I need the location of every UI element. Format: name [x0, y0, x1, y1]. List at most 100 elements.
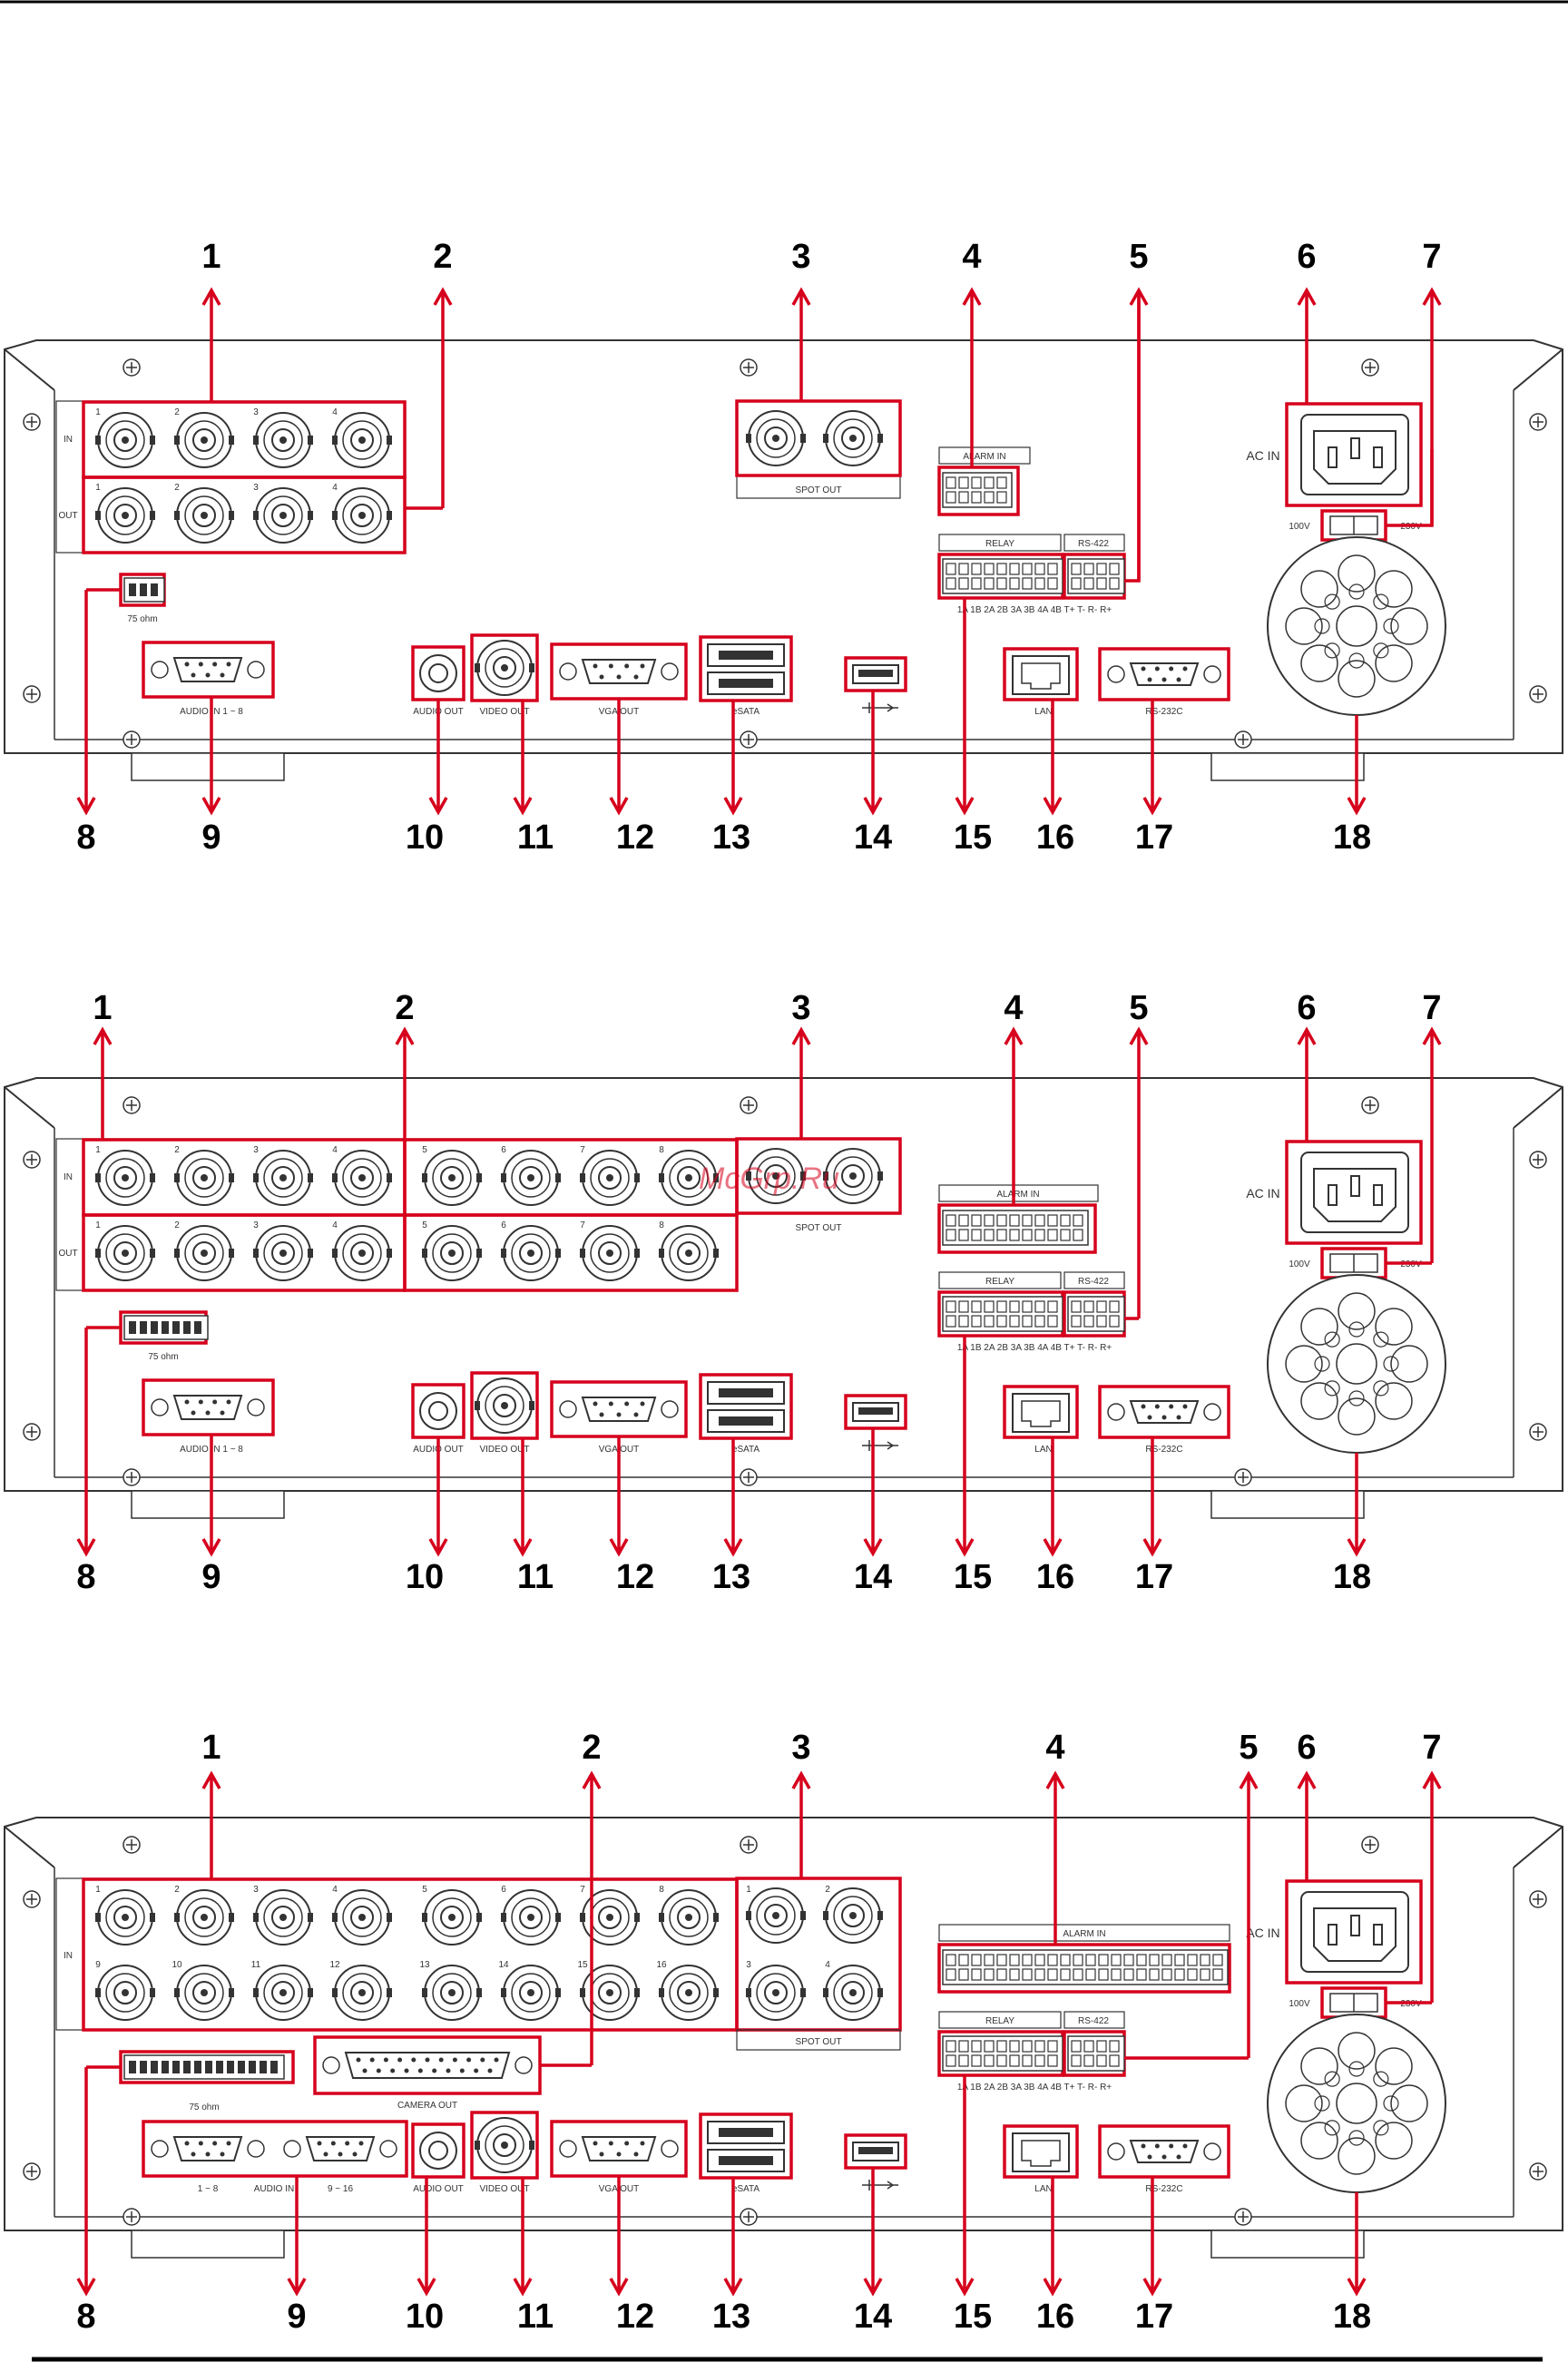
esata-label: eSATA: [732, 707, 760, 717]
rs232c-label: RS-232C: [1145, 2184, 1182, 2194]
fan-grill: [1267, 2014, 1446, 2193]
bnc-ring: [342, 1158, 382, 1198]
fan-vent-inner: [1373, 2120, 1389, 2136]
bnc-inner: [192, 428, 216, 452]
screw-icon: [1234, 2208, 1252, 2226]
bnc-inner: [350, 1906, 374, 1929]
terminal-screw: [958, 1229, 969, 1241]
alarm-header: [938, 1184, 1099, 1202]
terminal-screw: [1096, 2054, 1107, 2067]
dsub-pin: [1147, 2154, 1152, 2160]
terminal-slot: [1022, 1954, 1033, 1966]
terminal-screw: [1060, 1229, 1071, 1241]
bnc-inner: [764, 1981, 788, 2004]
terminal-slot: [946, 1300, 956, 1313]
bnc-inner: [350, 504, 374, 527]
callout-arrow: [1347, 1453, 1367, 1557]
terminal-screw: [946, 1229, 956, 1241]
channel-number: 2: [174, 407, 180, 417]
terminal-slot: [1060, 1214, 1071, 1227]
esata-tongue: [719, 1388, 773, 1397]
bnc-lug: [332, 1913, 338, 1922]
callout-number: 2: [433, 238, 452, 276]
watermark-text: McGrp.Ru: [699, 1161, 839, 1196]
callout-number: 13: [712, 2298, 750, 2336]
callout-number: 4: [1045, 1729, 1064, 1767]
callout-arrow: [609, 2176, 629, 2297]
fan-vent: [1300, 644, 1338, 682]
bnc-lug: [422, 1249, 427, 1258]
terminal-slot: [958, 563, 969, 575]
ac-pin: [1350, 1915, 1360, 1936]
terminal-slot: [984, 1300, 995, 1313]
terminal-screw: [1111, 1968, 1122, 1981]
callout-number: 10: [406, 1558, 444, 1596]
terminal-slot: [1174, 1954, 1185, 1966]
rs422-header: [1063, 1271, 1125, 1289]
terminal-slot: [1060, 1954, 1071, 1966]
ac-inlet-icon: [1300, 1152, 1409, 1233]
bnc-ring: [184, 1973, 224, 2013]
callout-arrow: [93, 1026, 113, 1140]
dsub-screw: [322, 2056, 340, 2074]
terminal-screw: [1200, 1968, 1210, 1981]
bnc-inner: [192, 1241, 216, 1265]
channel-number: 9: [95, 1960, 101, 1970]
terminal-slot: [1009, 2040, 1020, 2053]
callout-arrow: [428, 700, 448, 816]
esata-tongue: [719, 2156, 773, 2165]
dsub-pin: [1169, 1404, 1174, 1409]
dip-toggle: [194, 2061, 201, 2073]
terminal-slot: [1009, 1300, 1020, 1313]
vga-connector-icon: [559, 659, 679, 684]
terminal-screw: [971, 2054, 982, 2067]
bnc-lug: [746, 1988, 751, 1997]
bnc-pin: [772, 1989, 779, 1996]
terminal-screw: [958, 577, 969, 590]
bnc-ring: [184, 495, 224, 535]
bnc-pin: [201, 1914, 208, 1921]
callout-arrow: [1129, 1026, 1149, 1318]
bnc-lug: [387, 1988, 392, 1997]
terminal-screw: [1022, 1968, 1033, 1981]
terminal-screw: [1149, 1968, 1160, 1981]
callout-number: 1: [201, 238, 220, 276]
bnc-lug: [95, 511, 101, 520]
dsub-pin: [226, 1399, 231, 1405]
terminal-screw: [996, 577, 1007, 590]
fan-vent: [1375, 2122, 1413, 2160]
alarm-header: [938, 1924, 1230, 1942]
video-out-bnc-box-2: [403, 1213, 739, 1292]
terminal-screw: [1083, 1315, 1094, 1328]
screw-icon: [23, 413, 41, 431]
terminal-slot: [1096, 2040, 1107, 2053]
channel-number: 8: [659, 1220, 664, 1230]
bnc-lug: [253, 436, 259, 445]
bnc-lug: [229, 436, 234, 445]
bnc-pin: [201, 1989, 208, 1996]
callout-arrow: [513, 2178, 533, 2297]
bnc-pin: [358, 1989, 366, 1996]
fan-vent: [1300, 570, 1338, 608]
bnc-connector-icon: [823, 410, 883, 466]
bnc-ring: [432, 1233, 472, 1273]
terminal-slot: [1047, 2040, 1058, 2053]
terminal-slot: [946, 2040, 956, 2053]
terminal-slot: [996, 1214, 1007, 1227]
bnc-pin: [527, 1989, 534, 1996]
bnc-lug: [580, 1249, 585, 1258]
bnc-lug: [174, 1913, 180, 1922]
callout-number: 6: [1297, 989, 1316, 1027]
terminal-screw: [1060, 1968, 1071, 1981]
bnc-ring: [511, 1973, 551, 2013]
bnc-ring: [342, 420, 382, 460]
dsub-pin: [616, 2151, 622, 2157]
arrow-head: [395, 1026, 415, 1045]
callout-arrow: [609, 699, 629, 816]
usb-box: [844, 656, 907, 692]
arrow-head: [1004, 1026, 1024, 1045]
audio-out-jack-icon: [419, 2132, 457, 2170]
arrow-head: [791, 287, 811, 306]
bnc-connector-icon: [422, 1965, 482, 2021]
arrow-head: [201, 797, 221, 816]
